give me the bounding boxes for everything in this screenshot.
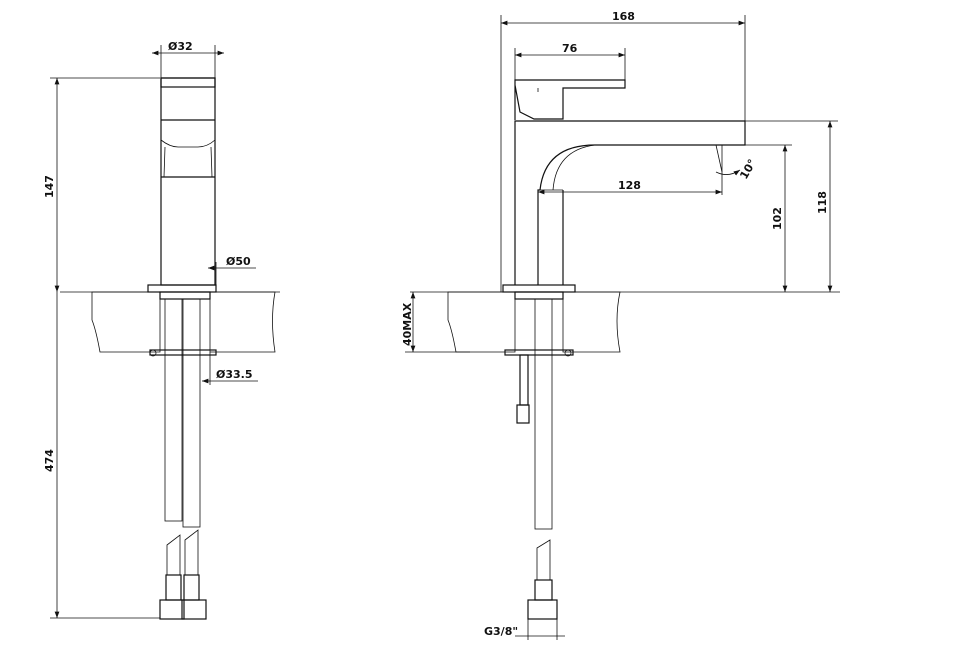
hose <box>534 298 553 530</box>
dim-top-diameter: Ø32 <box>168 40 193 53</box>
faucet-body-spout <box>514 120 746 285</box>
lever <box>514 79 626 120</box>
dim-lever-length: 76 <box>562 42 578 55</box>
dim-angle: 10° <box>737 157 759 182</box>
dim-spout-top-height: 118 <box>816 191 829 214</box>
countertop-section <box>209 291 276 353</box>
dim-counter-thickness: 40MAX <box>401 302 414 346</box>
dim-connection: G3/8" <box>484 625 518 638</box>
dim-base-diameter: Ø50 <box>226 255 251 268</box>
countertop-section <box>562 291 621 353</box>
hose <box>164 298 183 522</box>
hose <box>182 298 201 528</box>
dim-hole-diameter: Ø33.5 <box>216 368 253 381</box>
base-plate <box>502 284 576 293</box>
dim-height: 147 <box>43 175 56 198</box>
side-view: 10° 168 76 128 102 118 40MAX G3/8" <box>401 10 840 640</box>
fixing-nut <box>504 349 574 356</box>
countertop-section <box>447 291 516 353</box>
dim-hose-length: 474 <box>43 449 56 472</box>
countertop-section <box>91 291 161 353</box>
front-view: Ø32 147 474 Ø50 Ø33.5 <box>43 40 280 620</box>
dim-total-length: 168 <box>612 10 635 23</box>
lever-top <box>160 77 216 88</box>
hose-nut <box>527 599 558 620</box>
dim-spout-outlet-height: 102 <box>771 207 784 230</box>
hose-nut <box>159 599 185 620</box>
dim-spout-reach: 128 <box>618 179 641 192</box>
faucet-body <box>160 77 216 286</box>
base-plate <box>147 284 217 293</box>
hose-nut <box>181 599 207 620</box>
